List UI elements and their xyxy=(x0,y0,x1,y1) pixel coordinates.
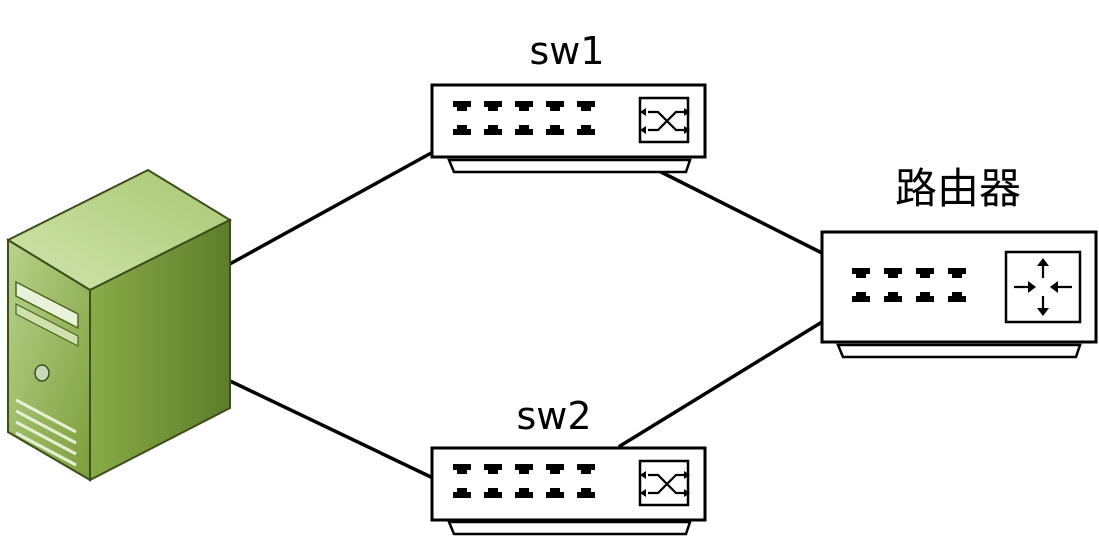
router: 路由器 xyxy=(820,164,1098,359)
router-ports xyxy=(852,268,966,302)
sw2-switch-emblem-icon xyxy=(638,459,690,507)
link-sw1-router xyxy=(655,168,824,255)
switch-sw1: sw1 xyxy=(430,29,707,174)
switch-sw2: sw2 xyxy=(430,394,707,536)
router-emblem-icon xyxy=(1004,250,1082,324)
sw2-label: sw2 xyxy=(516,394,591,438)
sw1-ports xyxy=(453,101,595,135)
sw1-switch-emblem-icon xyxy=(638,96,690,144)
links xyxy=(226,150,824,480)
sw1-label: sw1 xyxy=(529,29,604,73)
link-server-sw1 xyxy=(226,150,435,267)
sw2-ports xyxy=(453,464,595,498)
link-sw2-router xyxy=(618,320,824,448)
router-label: 路由器 xyxy=(895,164,1021,213)
server-icon xyxy=(5,168,233,482)
link-server-sw2 xyxy=(226,378,435,480)
